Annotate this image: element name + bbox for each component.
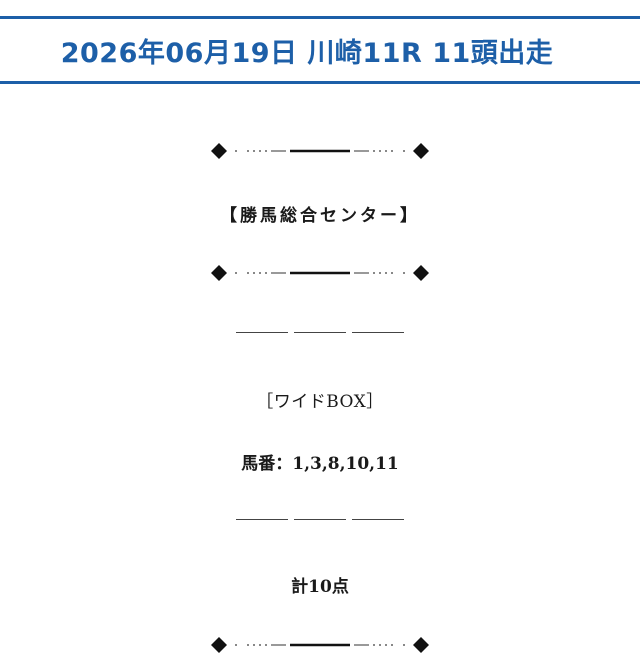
diamond-ornament-icon	[211, 637, 429, 653]
total-count: 計10点	[291, 577, 349, 597]
separator-line	[0, 519, 640, 520]
separator-line	[0, 332, 640, 333]
horse-numbers: 馬番：1,3,8,10,11	[241, 454, 399, 474]
diamond-ornament-icon	[211, 265, 429, 281]
ornament-divider	[0, 263, 640, 283]
bet-type-label: ［ワイドBOX］	[256, 392, 384, 412]
page-header: 2026年06月19日 川崎11R 11頭出走	[0, 16, 640, 84]
brand-name: 【勝馬総合センター】	[220, 206, 420, 226]
diamond-ornament-icon	[211, 143, 429, 159]
ornament-divider	[0, 635, 640, 655]
page-title: 2026年06月19日 川崎11R 11頭出走	[60, 37, 554, 69]
ornament-divider	[0, 141, 640, 161]
